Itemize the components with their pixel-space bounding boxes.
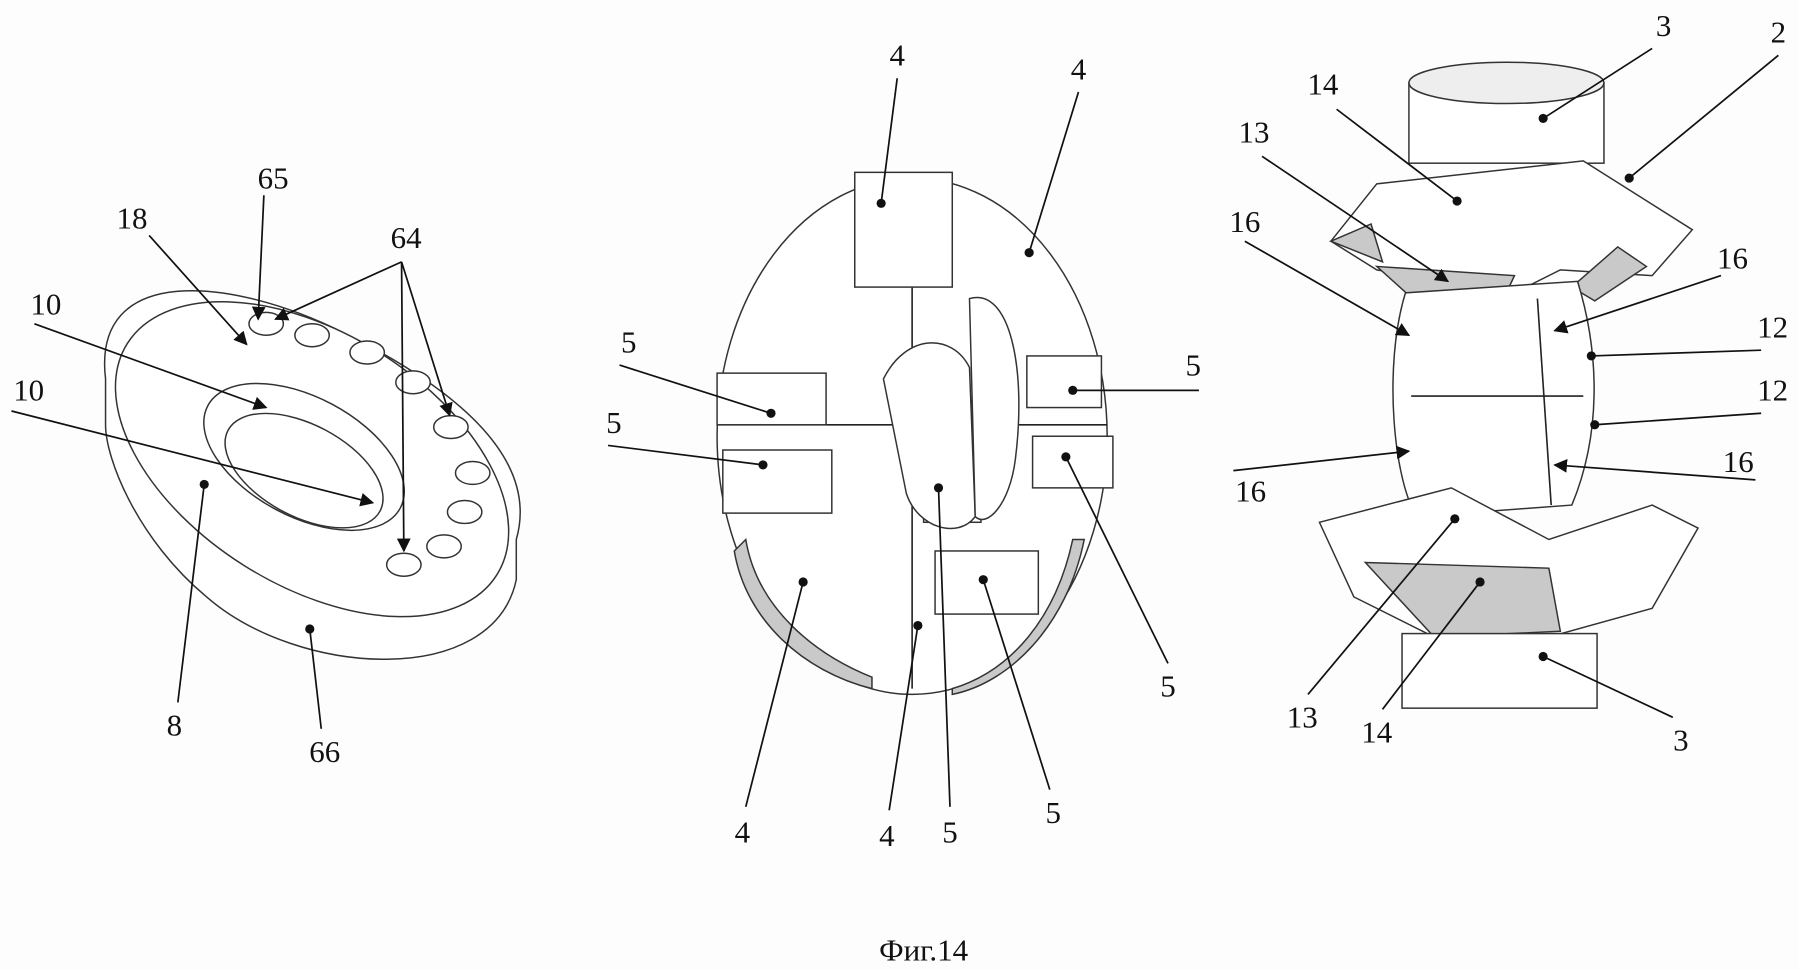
segmented-disc-drawing (608, 78, 1199, 810)
label-13: 13 (1239, 115, 1270, 150)
label-8: 8 (167, 708, 182, 743)
label-65: 65 (258, 160, 289, 195)
label-5: 5 (1185, 347, 1200, 382)
figure-caption: Фиг.14 (879, 933, 968, 968)
label-4: 4 (735, 814, 750, 849)
label-4: 4 (1071, 51, 1086, 86)
label-66: 66 (309, 734, 340, 769)
label-16: 16 (1717, 241, 1748, 276)
label-12: 12 (1757, 310, 1788, 345)
label-3: 3 (1673, 723, 1688, 758)
assembly-drawing (1233, 48, 1778, 717)
label-12: 12 (1757, 373, 1788, 408)
label-13: 13 (1287, 700, 1318, 735)
label-14: 14 (1307, 66, 1338, 101)
label-64: 64 (391, 220, 422, 255)
label-2: 2 (1771, 15, 1786, 50)
label-14: 14 (1361, 715, 1392, 750)
label-4: 4 (889, 38, 904, 73)
label-16: 16 (1723, 444, 1754, 479)
label-16: 16 (1235, 474, 1266, 509)
label-5: 5 (606, 405, 621, 440)
label-5: 5 (1045, 795, 1060, 830)
label-4: 4 (879, 818, 894, 853)
label-3: 3 (1656, 8, 1671, 43)
label-18: 18 (116, 201, 147, 236)
label-10: 10 (13, 373, 44, 408)
label-5: 5 (1160, 669, 1175, 704)
label-16: 16 (1229, 204, 1260, 239)
label-10: 10 (30, 287, 61, 322)
ring-disc-drawing (11, 195, 563, 729)
label-5: 5 (621, 324, 636, 359)
label-5: 5 (942, 814, 957, 849)
